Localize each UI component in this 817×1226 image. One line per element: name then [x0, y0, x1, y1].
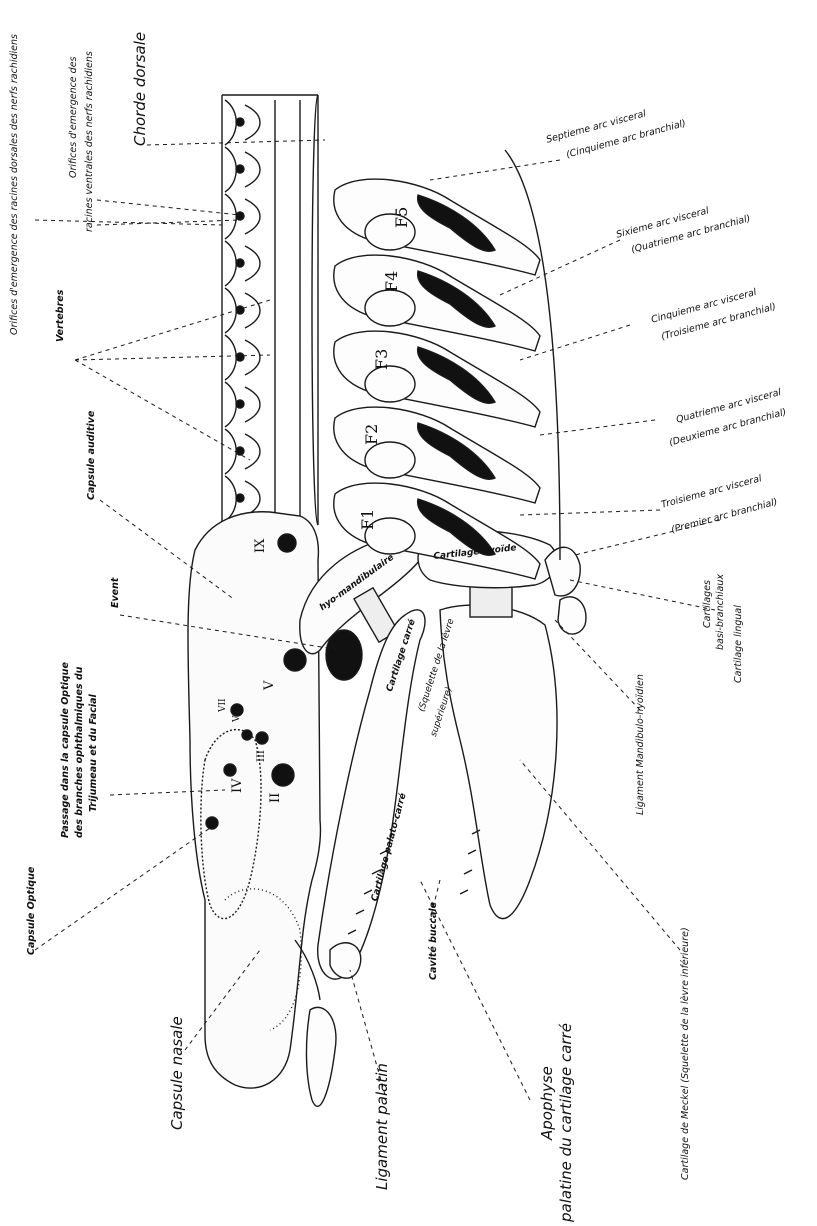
- arch-knob: [365, 290, 415, 326]
- label-meckel: Cartilage de Meckel (Squelette de la lèv…: [680, 927, 691, 1180]
- foramen-II: [272, 764, 294, 786]
- spinal-foramen: [236, 165, 244, 173]
- label-passage-2: des branches ophthalmiques du: [74, 667, 85, 838]
- label-capsule-optique: Capsule Optique: [26, 867, 37, 955]
- optic-dot: [206, 817, 218, 829]
- label-cartilages-basi-1: Cartilages: [702, 580, 713, 628]
- arch-label-F1: F1: [358, 509, 377, 530]
- label-cartilages-basi-2: basi-branchiaux: [715, 574, 726, 650]
- meckel-cartilage: [440, 605, 557, 919]
- spiracle: [326, 630, 362, 680]
- label-cartilage-lingual: Cartilage lingual: [733, 605, 744, 683]
- label-orifices-ventral-2: racines ventrales des nerfs rachidiens: [84, 51, 95, 232]
- foramen-V-small: [242, 730, 252, 740]
- label-vertebres: Vertebres: [55, 290, 66, 342]
- nerve-VII: VII: [218, 698, 228, 712]
- skeleton-drawing: [35, 95, 720, 1106]
- chondrocranium: [188, 512, 321, 1088]
- label-event: Event: [110, 578, 121, 608]
- label-apophyse-1: Apophyse: [538, 1066, 556, 1140]
- label-apophyse-2: palatine du cartilage carré: [557, 1023, 575, 1222]
- nerve-IX: IX: [253, 539, 268, 553]
- spinal-foramen: [236, 353, 244, 361]
- spinal-foramen: [236, 259, 244, 267]
- palatine-ligament-piece: [330, 943, 361, 978]
- nasal-process: [306, 1007, 336, 1106]
- spinal-foramen: [236, 118, 244, 126]
- label-orifices-ventral-1: Orifices d'emergence des: [68, 57, 79, 179]
- label-passage-3: Trijumeau et du Facial: [88, 694, 99, 812]
- label-cavite-buccale: Cavité buccale: [428, 902, 439, 980]
- label-capsule-auditive: Capsule auditive: [86, 411, 97, 500]
- arch-label-F4: F4: [382, 271, 401, 292]
- spinal-foramen: [236, 494, 244, 502]
- meckel-ligament-block: [470, 585, 512, 617]
- spinal-foramen: [236, 447, 244, 455]
- arch-label-F5: F5: [392, 207, 411, 228]
- label-passage-1: Passage dans la capsule Optique: [60, 662, 71, 838]
- label-orifices-dorsal: Orifices d'emergence des racines dorsale…: [9, 34, 20, 335]
- arch-label-F2: F2: [362, 424, 381, 445]
- arch-label-F3: F3: [372, 349, 391, 370]
- label-ligament-palatin: Ligament palatin: [373, 1063, 391, 1190]
- spinal-foramen: [236, 400, 244, 408]
- arch-knob: [365, 442, 415, 478]
- foramen-IX: [278, 534, 296, 552]
- nerve-II: II: [268, 793, 283, 803]
- arch-knob: [365, 366, 415, 402]
- nerve-V: V: [262, 681, 277, 690]
- label-ligament-mandibulo: Ligament Mandibulo-hyoïdien: [635, 674, 646, 815]
- nerve-IV: IV: [230, 778, 245, 793]
- basibranchial-cartilages: [545, 547, 580, 596]
- spinal-foramen: [236, 212, 244, 220]
- nerve-III: III: [256, 750, 267, 762]
- nerve-V-small: V: [232, 716, 242, 723]
- label-chorde-dorsale: Chorde dorsale: [131, 32, 149, 146]
- lingual-cartilage: [558, 597, 586, 634]
- foramen-V: [284, 649, 306, 671]
- label-capsule-nasale: Capsule nasale: [168, 1016, 186, 1130]
- foramen-III: [256, 732, 268, 744]
- foramen-IV: [224, 764, 236, 776]
